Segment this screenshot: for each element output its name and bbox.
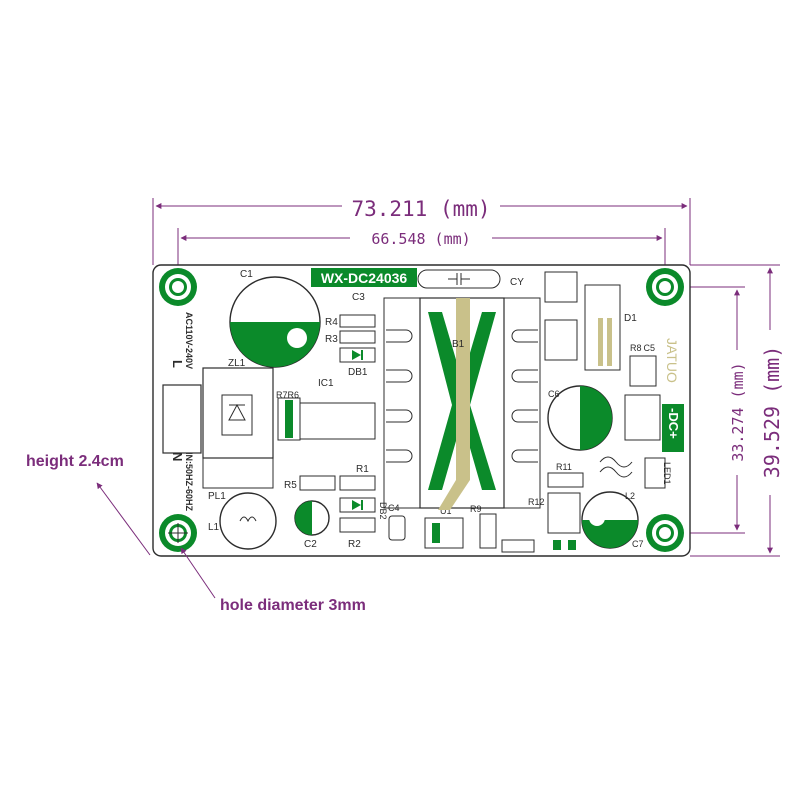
label-c3: C3 bbox=[352, 292, 365, 303]
smd-pad-1 bbox=[553, 540, 561, 550]
label-db2: DB2 bbox=[378, 502, 388, 520]
label-r2: R2 bbox=[348, 539, 361, 550]
capacitor-c6 bbox=[547, 385, 613, 451]
label-r9: R9 bbox=[470, 504, 482, 514]
label-db1: DB1 bbox=[348, 367, 368, 378]
label-l1: L1 bbox=[208, 522, 220, 533]
resistor-r11 bbox=[547, 472, 584, 488]
smd-pad-group bbox=[501, 539, 535, 553]
optocoupler-u1-pin bbox=[432, 523, 440, 543]
overall-width-label: 73.211 (mm) bbox=[351, 197, 490, 221]
led-led1 bbox=[644, 457, 666, 489]
brand-label: JATUO bbox=[664, 338, 680, 383]
overall-height-label: 39.529 (mm) bbox=[760, 346, 784, 478]
resistor-r9 bbox=[479, 513, 497, 549]
model-label-bg bbox=[311, 268, 417, 287]
diode-d1 bbox=[544, 271, 621, 371]
label-r12: R12 bbox=[528, 497, 545, 507]
label-r1: R1 bbox=[356, 464, 369, 475]
resistor-r5 bbox=[299, 475, 336, 491]
label-ic1: IC1 bbox=[318, 378, 334, 389]
hole-annotation: hole diameter 3mm bbox=[220, 597, 366, 614]
dc-output-bg bbox=[662, 404, 684, 452]
capacitor-c7 bbox=[581, 491, 639, 549]
ac-freq-label: IN:50HZ-60HZ bbox=[184, 452, 194, 512]
label-zl1: ZL1 bbox=[228, 358, 246, 369]
ac-terminal bbox=[162, 384, 202, 454]
label-c2: C2 bbox=[304, 539, 317, 550]
ac-input-label: AC110V-240V bbox=[184, 312, 194, 369]
resistor-r1 bbox=[339, 475, 376, 491]
hole-spacing-height-label: 33.274 (mm) bbox=[729, 362, 747, 461]
label-c1: C1 bbox=[240, 269, 253, 280]
capacitor-cy bbox=[417, 269, 501, 289]
hole-spacing-width-label: 66.548 (mm) bbox=[371, 230, 470, 248]
mounting-hole-top-right bbox=[646, 268, 684, 306]
diode-db1 bbox=[339, 347, 376, 363]
label-b1: B1 bbox=[452, 339, 465, 350]
inductor-l1 bbox=[219, 492, 277, 550]
resistor-r2 bbox=[339, 517, 376, 533]
label-c6: C6 bbox=[548, 389, 560, 399]
diode-symbol-zl1 bbox=[221, 394, 253, 436]
capacitor-c4 bbox=[388, 515, 406, 541]
height-annotation-leader bbox=[96, 482, 151, 556]
transformer-b1 bbox=[383, 297, 541, 510]
optocoupler-u1 bbox=[424, 517, 464, 549]
bridge-pl1 bbox=[202, 457, 274, 489]
resistor-r8 bbox=[629, 355, 657, 387]
capacitor-c2 bbox=[294, 500, 330, 536]
cy-symbol bbox=[448, 273, 470, 285]
label-pl1: PL1 bbox=[208, 491, 226, 502]
ac-n-label: N bbox=[170, 452, 185, 461]
height-annotation: height 2.4cm bbox=[26, 453, 124, 470]
dc-terminal bbox=[624, 394, 661, 441]
label-c7: C7 bbox=[632, 539, 644, 549]
resistor-r3 bbox=[339, 330, 376, 344]
dimension-hole-spacing-width bbox=[177, 228, 666, 285]
ac-l-label: L bbox=[170, 360, 185, 368]
mounting-hole-bottom-left bbox=[159, 514, 197, 552]
inductor-l2 bbox=[599, 456, 633, 478]
mounting-hole-top-left bbox=[159, 268, 197, 306]
resistor-r4 bbox=[339, 314, 376, 328]
label-r11: R11 bbox=[556, 462, 572, 472]
diode-db2 bbox=[339, 497, 376, 513]
label-r3: R3 bbox=[325, 334, 338, 345]
dc-output-label: -DC+ bbox=[666, 408, 681, 439]
label-r4: R4 bbox=[325, 317, 338, 328]
label-l2: L2 bbox=[625, 491, 635, 501]
dimension-hole-spacing-height bbox=[680, 286, 745, 534]
dimension-overall-height bbox=[690, 264, 780, 557]
hole-annotation-leader bbox=[180, 547, 216, 599]
dimension-overall-width bbox=[152, 198, 691, 265]
capacitor-c1 bbox=[229, 276, 321, 368]
ic-ic1 bbox=[299, 402, 376, 440]
label-r5: R5 bbox=[284, 480, 297, 491]
resistor-r12 bbox=[547, 492, 581, 534]
label-cy: CY bbox=[510, 277, 524, 288]
label-d1: D1 bbox=[624, 313, 637, 324]
resistor-r7r6-body bbox=[285, 400, 293, 438]
label-u1: U1 bbox=[440, 506, 452, 516]
mounting-hole-bottom-right bbox=[646, 514, 684, 552]
model-label: WX-DC24036 bbox=[321, 270, 408, 286]
label-r7r6: R7R6 bbox=[276, 390, 299, 400]
label-led1: LED1 bbox=[662, 462, 672, 485]
smd-pad-2 bbox=[568, 540, 576, 550]
